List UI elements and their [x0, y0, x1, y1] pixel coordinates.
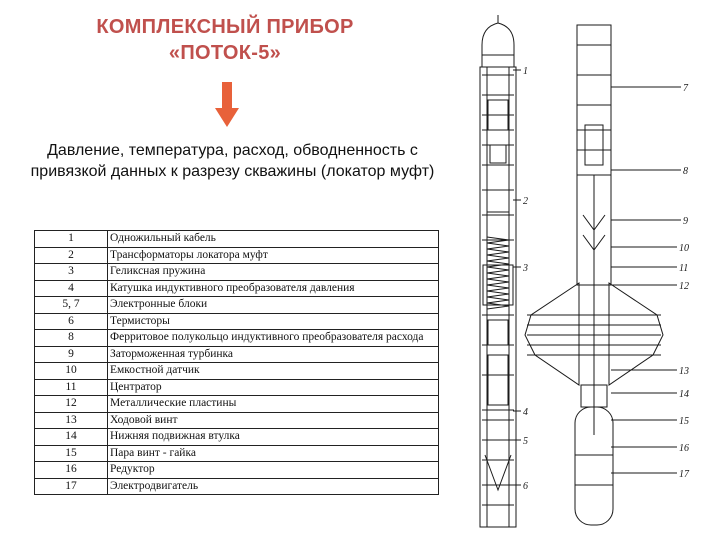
- tool-head-cap: [481, 22, 515, 67]
- part-description: Ходовой винт: [107, 411, 439, 429]
- callout-label: 11: [679, 263, 688, 274]
- spring-coil: [486, 302, 510, 310]
- right-tool-body: [576, 24, 612, 176]
- spring-coil: [486, 296, 510, 304]
- callout-label: 9: [683, 216, 688, 227]
- part-description: Трансформаторы локатора муфт: [107, 246, 439, 264]
- part-number: 10: [34, 362, 108, 380]
- callout-label: 7: [683, 83, 689, 94]
- motor-body: [574, 406, 614, 526]
- electronic-block: [487, 319, 509, 346]
- callout-label: 13: [679, 366, 689, 377]
- part-number: 14: [34, 428, 108, 446]
- part-description: Ферритовое полукольцо индуктивного преоб…: [107, 329, 439, 347]
- callout-label: 17: [679, 469, 690, 480]
- callout-label: 15: [679, 416, 689, 427]
- callout-label: 16: [679, 443, 689, 454]
- part-number: 1: [34, 230, 108, 248]
- subtitle: Давление, температура, расход, обводненн…: [30, 142, 435, 180]
- part-description: Заторможенная турбинка: [107, 345, 439, 363]
- part-number: 16: [34, 461, 108, 479]
- part-number: 12: [34, 395, 108, 413]
- part-description: Нижняя подвижная втулка: [107, 428, 439, 446]
- callout-label: 1: [523, 66, 528, 77]
- callout-label: 6: [523, 481, 528, 492]
- spring-coil: [486, 248, 510, 256]
- centralizer-left: [524, 282, 580, 386]
- part-description: Термисторы: [107, 312, 439, 330]
- part-description: Редуктор: [107, 461, 439, 479]
- spring-coil: [486, 242, 510, 250]
- part-number: 9: [34, 345, 108, 363]
- spring-coil: [486, 290, 510, 298]
- part-number: 5, 7: [34, 296, 108, 314]
- thermistor-block: [584, 124, 604, 166]
- part-number: 2: [34, 246, 108, 264]
- part-description: Центратор: [107, 378, 439, 396]
- callout-label: 5: [523, 436, 528, 447]
- spring-coil: [486, 284, 510, 292]
- spring-coil: [486, 272, 510, 280]
- callout-label: 12: [679, 281, 689, 292]
- part-number: 17: [34, 477, 108, 495]
- coil-block: [487, 99, 509, 131]
- coil-housing: [482, 264, 514, 306]
- electronic-block: [487, 354, 509, 406]
- part-description: Электродвигатель: [107, 477, 439, 495]
- title-line-2: «ПОТОК-5»: [168, 42, 282, 64]
- down-arrow-icon: [215, 82, 239, 127]
- part-number: 6: [34, 312, 108, 330]
- part-number: 8: [34, 329, 108, 347]
- transformer-block: [486, 189, 510, 213]
- part-description: Емкостной датчик: [107, 362, 439, 380]
- left-tool-body: [479, 66, 517, 528]
- part-description: Электронные блоки: [107, 296, 439, 314]
- callout-label: 4: [523, 407, 528, 418]
- callout-label: 10: [679, 243, 689, 254]
- part-number: 4: [34, 279, 108, 297]
- coil-block: [489, 144, 507, 164]
- part-description: Одножильный кабель: [107, 230, 439, 248]
- cone-shape: [484, 454, 512, 492]
- spring-coil: [486, 260, 510, 268]
- callout-label: 3: [522, 263, 528, 274]
- part-number: 13: [34, 411, 108, 429]
- part-number: 15: [34, 444, 108, 462]
- part-description: Геликсная пружина: [107, 263, 439, 281]
- callout-label: 14: [679, 389, 689, 400]
- callout-label: 8: [683, 166, 688, 177]
- spring-coil: [486, 266, 510, 274]
- part-description: Металлические пластины: [107, 395, 439, 413]
- part-number: 11: [34, 378, 108, 396]
- title-line-1: КОМПЛЕКСНЫЙ ПРИБОР: [96, 16, 354, 38]
- part-description: Пара винт - гайка: [107, 444, 439, 462]
- part-description: Катушка индуктивного преобразователя дав…: [107, 279, 439, 297]
- part-number: 3: [34, 263, 108, 281]
- callout-label: 2: [523, 196, 528, 207]
- spring-coil: [486, 236, 510, 244]
- spring-coil: [486, 254, 510, 262]
- spring-coil: [486, 278, 510, 286]
- page-title: КОМПЛЕКСНЫЙ ПРИБОР «ПОТОК-5»: [30, 14, 420, 66]
